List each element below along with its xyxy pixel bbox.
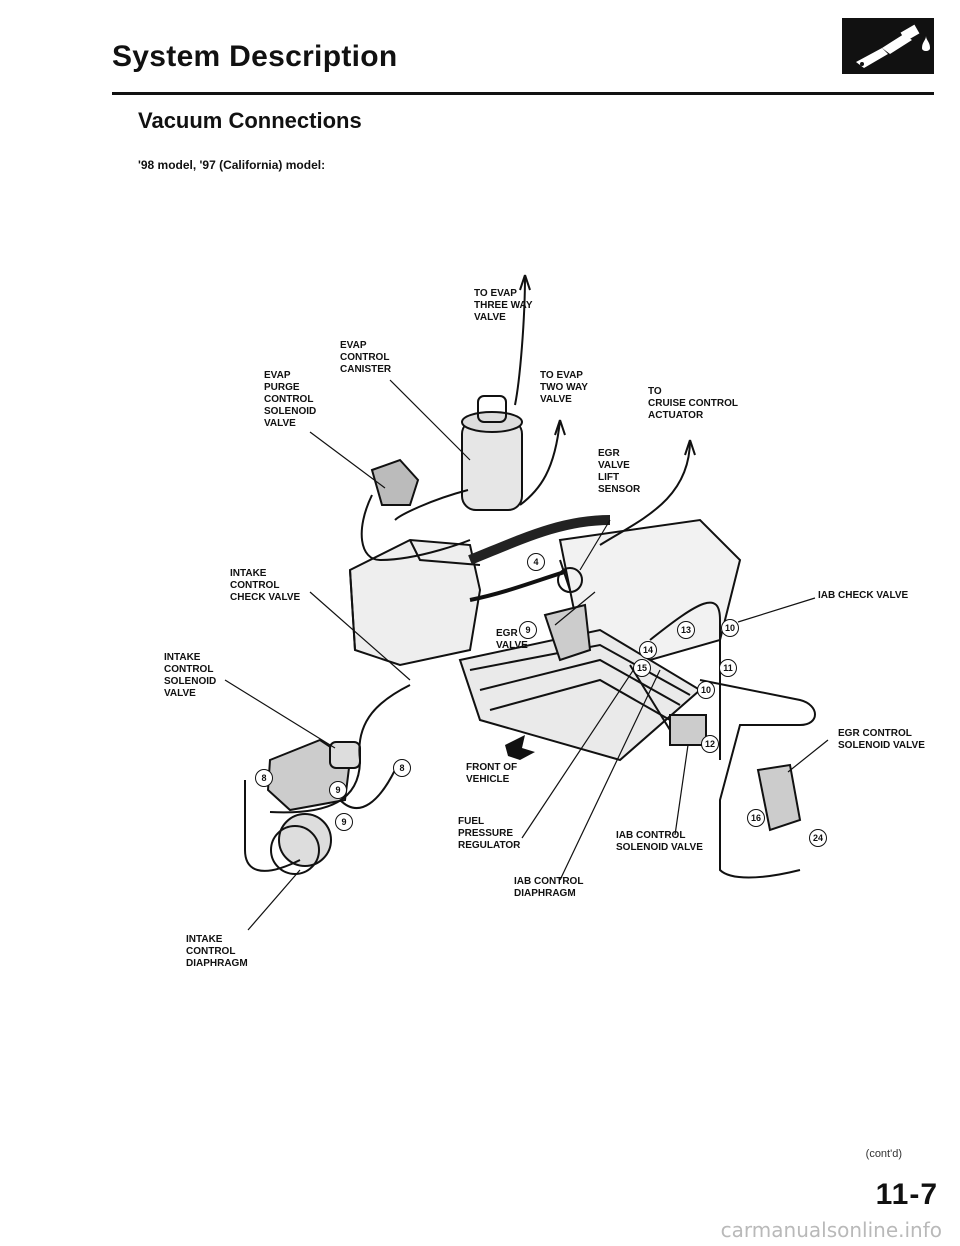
label-iab-check-valve: IAB CHECK VALVE xyxy=(818,590,909,601)
label-front-of-vehicle: FRONT OF VEHICLE xyxy=(466,762,518,785)
hose-number-callout: 16 xyxy=(747,809,765,827)
continued-note: (cont'd) xyxy=(865,1148,902,1160)
label-egr-valve: EGR VALVE xyxy=(496,628,528,651)
model-note: '98 model, '97 (California) model: xyxy=(138,158,326,172)
page-number: 11-7 xyxy=(875,1178,938,1211)
label-evap-canister: EVAP CONTROL CANISTER xyxy=(340,340,392,375)
hose-number-callout: 15 xyxy=(633,659,651,677)
label-to-evap-two-way: To EVAP TWO WAY VALVE xyxy=(540,370,588,405)
label-to-evap-three-way: To EVAP THREE WAY VALVE xyxy=(474,288,533,323)
label-fuel-pressure-regulator: FUEL PRESSURE REGULATOR xyxy=(458,816,521,851)
title-rule xyxy=(112,92,934,95)
label-egr-control-solenoid: EGR CONTROL SOLENOID VALVE xyxy=(838,728,925,751)
label-intake-solenoid: INTAKE CONTROL SOLENOID VALVE xyxy=(164,652,217,699)
hose-number-callout: 13 xyxy=(677,621,695,639)
hose-number-callout: 12 xyxy=(701,735,719,753)
hose-number-callout: 10 xyxy=(697,681,715,699)
label-to-cruise-control: To CRUISE CONTROL ACTUATOR xyxy=(648,386,738,421)
hose-number-callout: 8 xyxy=(255,769,273,787)
hose-number-callout: 4 xyxy=(527,553,545,571)
hose-number-callout: 9 xyxy=(519,621,537,639)
hose-number-callout: 14 xyxy=(639,641,657,659)
label-evap-purge-solenoid: EVAP PURGE CONTROL SOLENOID VALVE xyxy=(264,370,317,429)
hose-number-callout: 10 xyxy=(721,619,739,637)
hose-number-callout: 24 xyxy=(809,829,827,847)
hose-number-callout: 11 xyxy=(719,659,737,677)
front-of-vehicle-arrow xyxy=(505,735,535,760)
hose-number-callout: 8 xyxy=(393,759,411,777)
label-intake-diaphragm: INTAKE CONTROL DIAPHRAGM xyxy=(186,934,248,969)
label-egr-lift-sensor: EGR VALVE LIFT SENSOR xyxy=(598,448,641,495)
fuel-system-icon xyxy=(842,18,934,74)
hose-number-callout: 9 xyxy=(335,813,353,831)
hose-number-callout: 9 xyxy=(329,781,347,799)
label-intake-check-valve: INTAKE CONTROL CHECK VALVE xyxy=(230,568,301,603)
label-iab-control-diaphragm: IAB CONTROL DIAPHRAGM xyxy=(514,876,584,899)
watermark: carmanualsonline.info xyxy=(720,1218,942,1242)
label-iab-control-solenoid: IAB CONTROL SOLENOID VALVE xyxy=(616,830,703,853)
section-title: Vacuum Connections xyxy=(138,108,362,133)
page-title: System Description xyxy=(112,40,398,73)
